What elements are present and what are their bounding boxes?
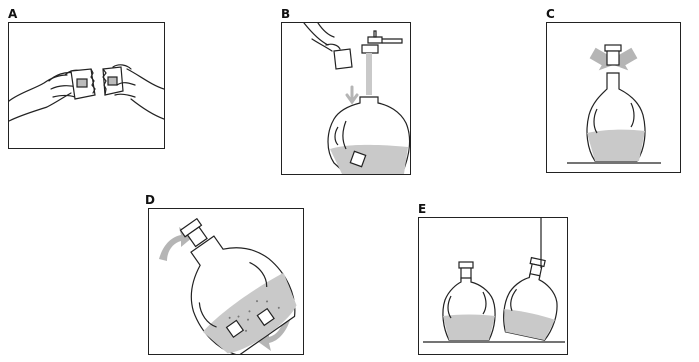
panel-b (281, 22, 411, 175)
settling-bottles-illustration (419, 218, 567, 354)
filling-bottle-illustration (282, 23, 410, 174)
hands-tearing-packet-illustration (9, 23, 164, 148)
shaking-bottle-illustration (149, 209, 303, 354)
step-c-label: C (546, 8, 555, 20)
step-d-label: D (145, 194, 155, 206)
step-a-label: A (8, 8, 17, 20)
panel-c (546, 22, 681, 173)
capping-bottle-illustration (547, 23, 680, 172)
panel-a (8, 22, 165, 149)
step-b-label: B (281, 8, 290, 20)
panel-e (418, 217, 568, 355)
step-e-label: E (418, 203, 426, 215)
panel-d (148, 208, 304, 355)
